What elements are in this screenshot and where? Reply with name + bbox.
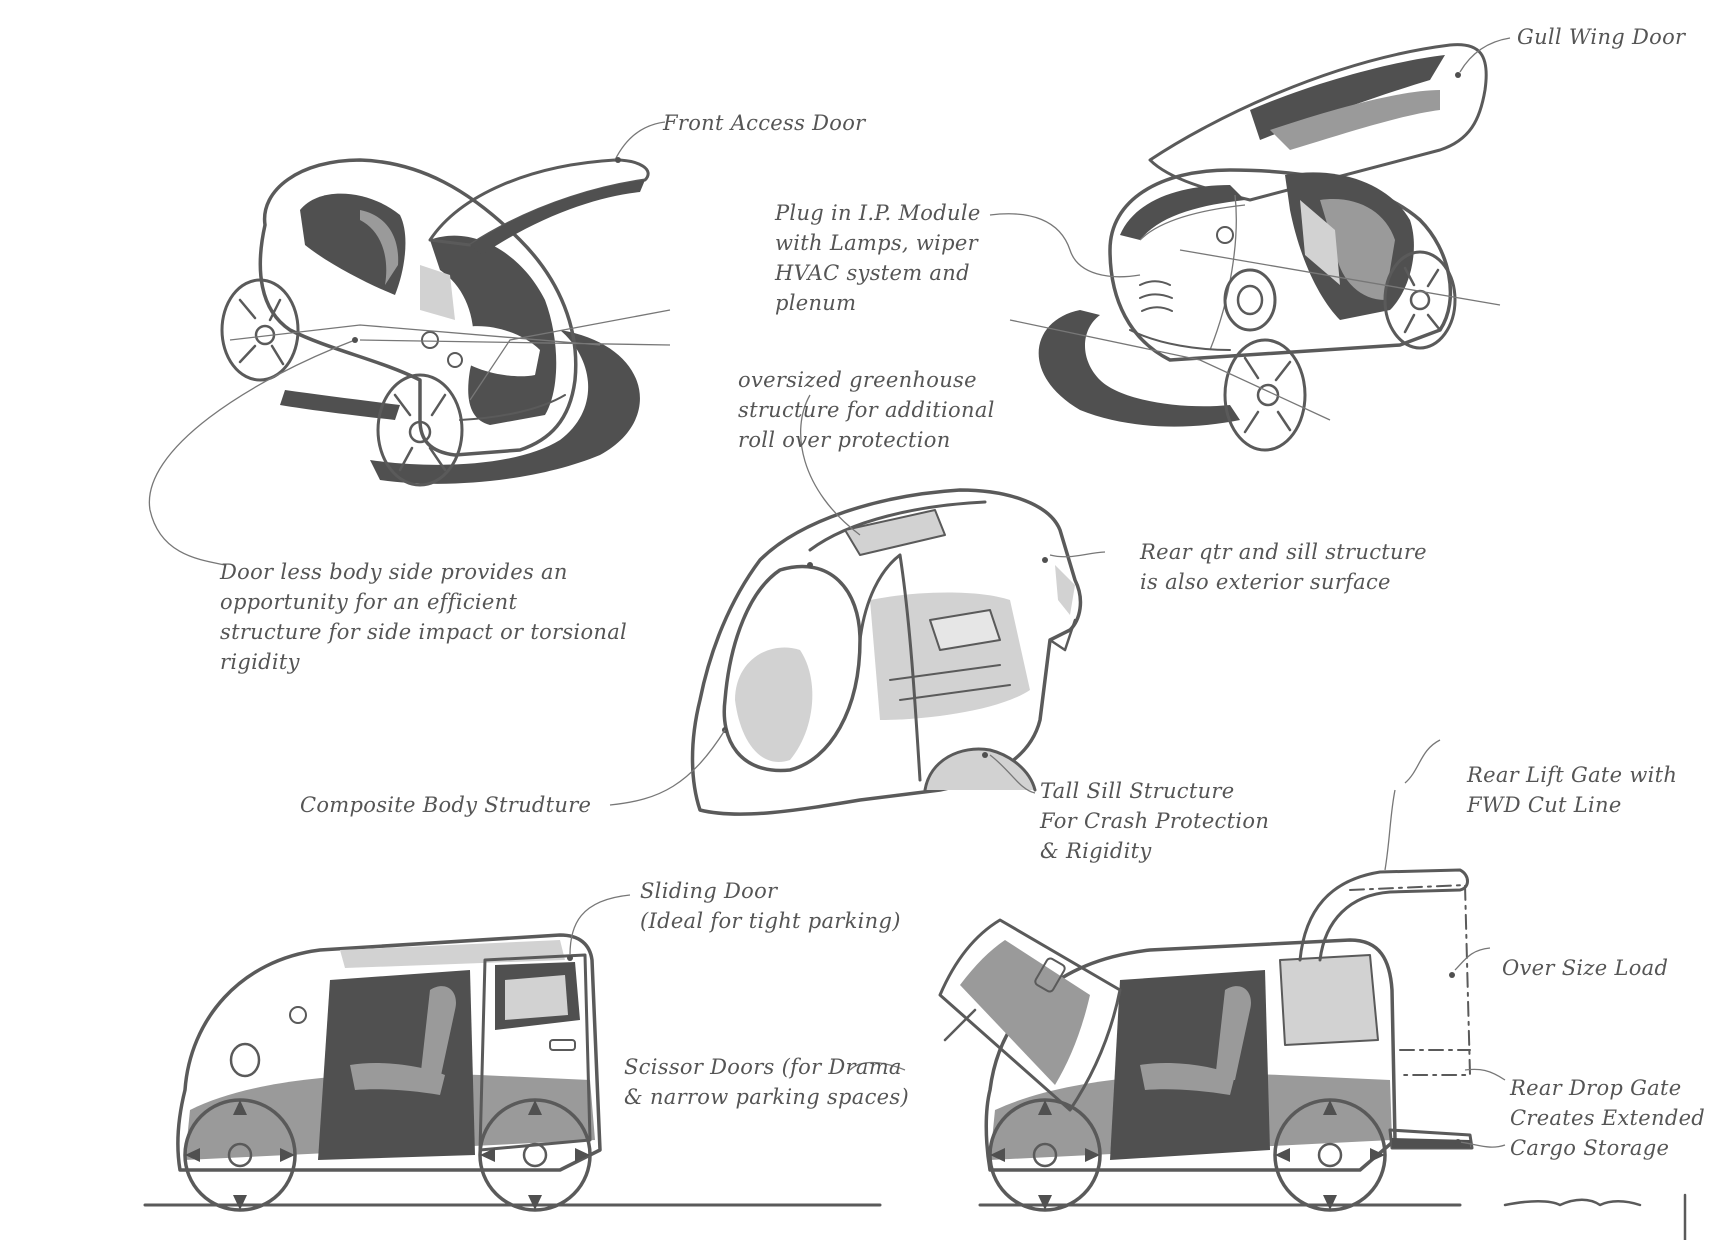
label-oversized-greenhouse: oversized greenhouse structure for addit… <box>738 365 995 455</box>
label-gull-wing-door: Gull Wing Door <box>1517 22 1685 52</box>
label-front-access-door: Front Access Door <box>663 108 866 138</box>
front-wheel <box>1225 340 1305 450</box>
gull-wing-door-car-sketch <box>1010 45 1500 450</box>
label-composite-body-structure: Composite Body Strudture <box>300 790 591 820</box>
label-tall-sill-structure: Tall Sill Structure For Crash Protection… <box>1040 776 1269 866</box>
signature-mark <box>1505 1195 1685 1240</box>
label-scissor-doors: Scissor Doors (for Drama & narrow parkin… <box>624 1052 909 1112</box>
rear-wheel <box>222 280 298 380</box>
scissor-door-car-sketch <box>940 870 1472 1210</box>
label-rear-qtr-sill-structure: Rear qtr and sill structure is also exte… <box>1140 537 1427 597</box>
label-rear-drop-gate: Rear Drop Gate Creates Extended Cargo St… <box>1510 1073 1705 1163</box>
label-plug-in-ip-module: Plug in I.P. Module with Lamps, wiper HV… <box>775 198 981 318</box>
label-over-size-load: Over Size Load <box>1502 953 1668 983</box>
front-access-door-car-sketch <box>222 160 670 485</box>
composite-body-structure-sketch <box>693 490 1081 814</box>
label-rear-lift-gate: Rear Lift Gate with FWD Cut Line <box>1467 760 1677 820</box>
label-sliding-door: Sliding Door (Ideal for tight parking) <box>640 876 901 936</box>
label-door-less-body-side: Door less body side provides an opportun… <box>220 557 627 677</box>
